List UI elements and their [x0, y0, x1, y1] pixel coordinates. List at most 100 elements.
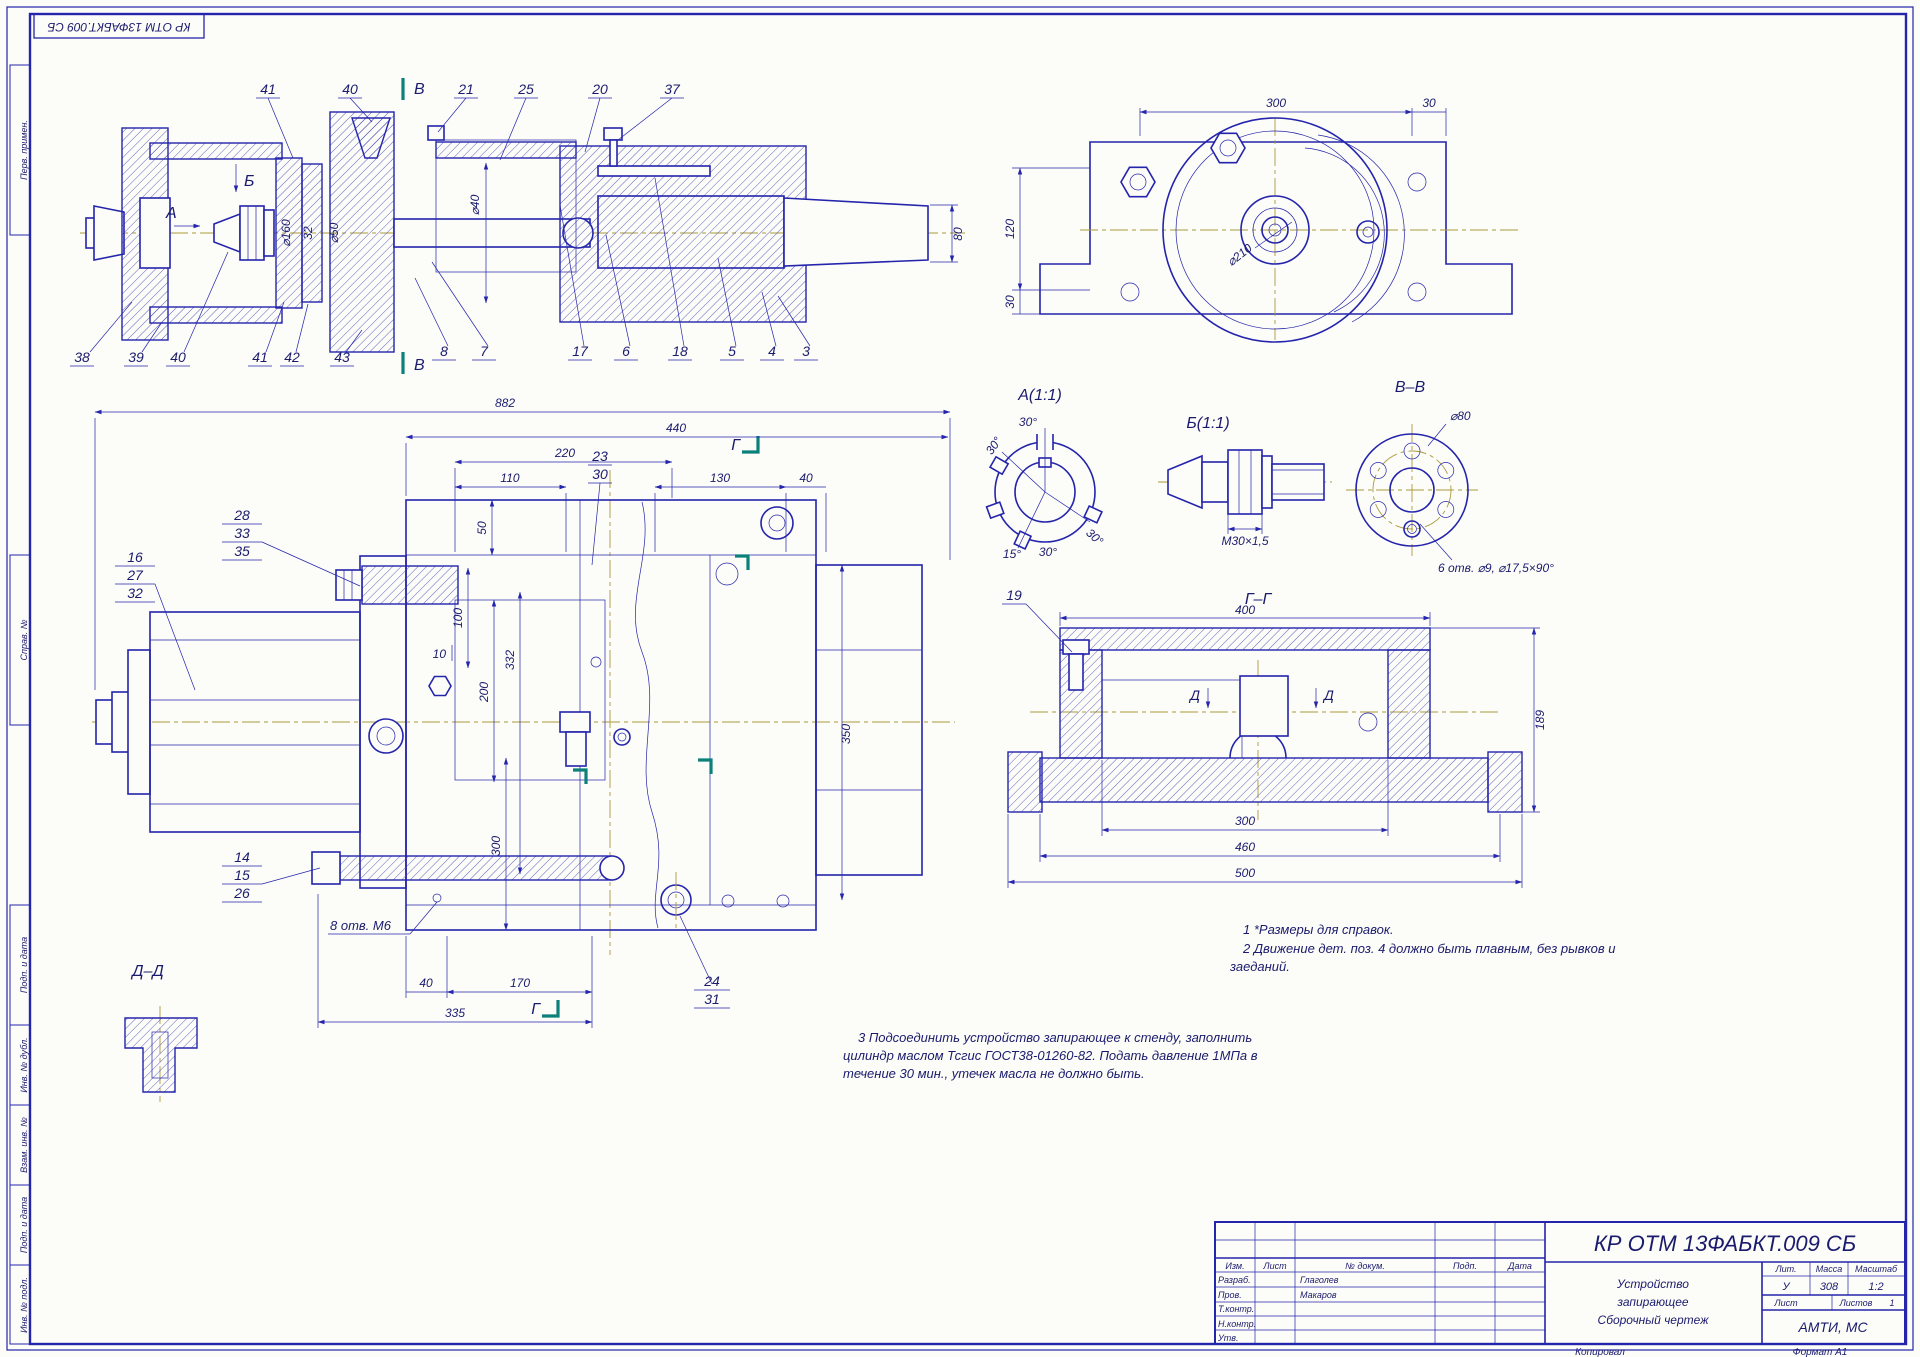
callout-8: 8: [440, 343, 448, 359]
doc-name-1: Устройство: [1616, 1277, 1689, 1291]
side-stamp-perv: Перв. примен.: [19, 120, 29, 180]
detail-b-title: Б(1:1): [1186, 415, 1229, 432]
callout-5: 5: [728, 343, 736, 359]
note-1: 1 *Размеры для справок.: [1243, 922, 1394, 937]
section-marker-v-bottom: В: [414, 357, 425, 374]
view-marker-g-top: Г: [731, 437, 741, 454]
row-razrab-label: Разраб.: [1218, 1275, 1251, 1285]
dim-350: 350: [839, 724, 853, 744]
sheet-label: Лист: [1773, 1298, 1798, 1308]
pos-30: 30: [592, 466, 608, 482]
doc-name-3: Сборочный чертеж: [1598, 1313, 1710, 1327]
callout-3: 3: [802, 343, 810, 359]
svg-text:16: 16: [127, 549, 143, 565]
callout-39: 39: [128, 349, 144, 365]
detail-b-view: Б(1:1) М30×1,5: [1158, 415, 1332, 548]
detail-dd-view: Д–Д: [124, 963, 198, 1102]
dim-thread: М30×1,5: [1221, 534, 1268, 548]
pos-19: 19: [1006, 587, 1022, 603]
dim-335: 335: [445, 1006, 465, 1020]
callout-18: 18: [672, 343, 688, 359]
dim-130: 130: [710, 471, 730, 485]
view-marker-b: Б: [244, 173, 254, 190]
detail-a-title: А(1:1): [1017, 387, 1062, 404]
dim-110: 110: [500, 471, 519, 485]
angle-top: 30°: [1019, 415, 1037, 429]
detail-a-view: А(1:1) 30° 30° 15° 30° 30°: [983, 387, 1106, 561]
main-section-view: В В А Б ⌀160 32 ⌀50 ⌀40 80 41 40 21 25 2…: [70, 78, 965, 374]
dim-40-top: 40: [799, 471, 813, 485]
col-data: Дата: [1507, 1261, 1532, 1271]
title-block: КР ОТМ 13ФАБКТ.009 СБ Изм. Лист № докум.…: [1214, 1221, 1906, 1357]
angle-b3: 30°: [1083, 526, 1106, 549]
note-2a: 2 Движение дет. поз. 4 должно быть плавн…: [1242, 941, 1615, 956]
row-razrab-name: Глаголев: [1300, 1275, 1339, 1285]
callout-17: 17: [572, 343, 589, 359]
dim-d50: ⌀50: [327, 222, 341, 243]
dim-500: 500: [1235, 866, 1255, 880]
callout-37: 37: [664, 81, 681, 97]
pos-stack-14-15-26: 14 15 26: [222, 849, 321, 903]
side-stamp-invdubl: Инв. № дубл.: [19, 1037, 29, 1092]
section-marker-v-top: В: [414, 81, 425, 98]
detail-dd-title: Д–Д: [130, 963, 163, 980]
row-nkontr-label: Н.контр.: [1218, 1319, 1256, 1329]
scale-value: 1:2: [1868, 1281, 1883, 1293]
vv-holes-note: 6 отв. ⌀9, ⌀17,5×90°: [1438, 561, 1554, 575]
row-tkontr-label: Т.контр.: [1218, 1304, 1254, 1314]
view-vv-title: В–В: [1395, 379, 1426, 396]
dim-189: 189: [1533, 710, 1547, 730]
dim-d40: ⌀40: [468, 194, 482, 215]
section-callouts-top: 41 40 21 25 20 37: [256, 81, 684, 161]
section-gg-view: Г–Г Д Д 19 400 189 300 460 500: [1002, 587, 1547, 888]
dim-440: 440: [666, 421, 686, 435]
callout-40b: 40: [170, 349, 186, 365]
side-stamp-vzam: Взам. инв. №: [19, 1117, 29, 1173]
dim-400: 400: [1235, 603, 1255, 617]
svg-text:27: 27: [126, 567, 144, 583]
callout-6: 6: [622, 343, 630, 359]
flange-front-view: 300 30 120 30 ⌀210: [1003, 96, 1522, 343]
corner-stamp-text: КР ОТМ 13ФАБКТ.009 СБ: [47, 20, 190, 34]
marker-d-left: Д: [1188, 687, 1200, 703]
dim-220: 220: [554, 446, 575, 460]
callout-41b: 41: [252, 349, 268, 365]
dim-30-left: 30: [1003, 295, 1017, 309]
dim-120: 120: [1003, 219, 1017, 239]
callout-4: 4: [768, 343, 776, 359]
callout-40: 40: [342, 81, 358, 97]
dim-30-top: 30: [1422, 96, 1436, 110]
dim-d160: ⌀160: [279, 219, 293, 247]
dim-460: 460: [1235, 840, 1255, 854]
note-3a: 3 Подсоединить устройство запирающее к с…: [858, 1030, 1252, 1045]
gg-title: Г–Г: [1245, 591, 1273, 608]
svg-text:35: 35: [234, 543, 250, 559]
assembly-plan-view: Г Г 882 440 220 110 130 40 23 30 50 100 …: [92, 396, 955, 1028]
svg-text:14: 14: [234, 849, 250, 865]
note-3c: течение 30 мин., утечек масла не должно …: [843, 1066, 1145, 1081]
svg-text:28: 28: [233, 507, 250, 523]
pos-stack-28-33-35: 28 33 35: [222, 507, 361, 587]
pos-stack-16-27-32: 16 27 32: [115, 549, 196, 691]
note-3b: цилиндр маслом Тсгис ГОСТ38-01260-82. По…: [843, 1048, 1258, 1063]
dim-300: 300: [489, 836, 503, 856]
col-podp: Подп.: [1453, 1261, 1477, 1271]
callout-43: 43: [334, 349, 350, 365]
row-prov-name: Макаров: [1300, 1290, 1337, 1300]
technical-notes: 1 *Размеры для справок. 2 Движение дет. …: [843, 922, 1615, 1081]
row-prov-label: Пров.: [1218, 1290, 1242, 1300]
angle-left: 30°: [983, 434, 1005, 457]
doc-name-2: запирающее: [1616, 1295, 1689, 1309]
svg-text:15: 15: [234, 867, 250, 883]
angle-b2: 30°: [1039, 545, 1057, 559]
dim-50: 50: [475, 521, 489, 535]
marker-d-right: Д: [1322, 687, 1334, 703]
dim-300: 300: [1266, 96, 1286, 110]
dim-d80: ⌀80: [1450, 409, 1471, 423]
svg-text:32: 32: [127, 585, 143, 601]
view-vv: В–В ⌀80 6 отв. ⌀9, ⌀17,5×90°: [1346, 379, 1554, 575]
format-label: Формат А1: [1793, 1347, 1848, 1357]
lit-value: У: [1781, 1281, 1790, 1293]
